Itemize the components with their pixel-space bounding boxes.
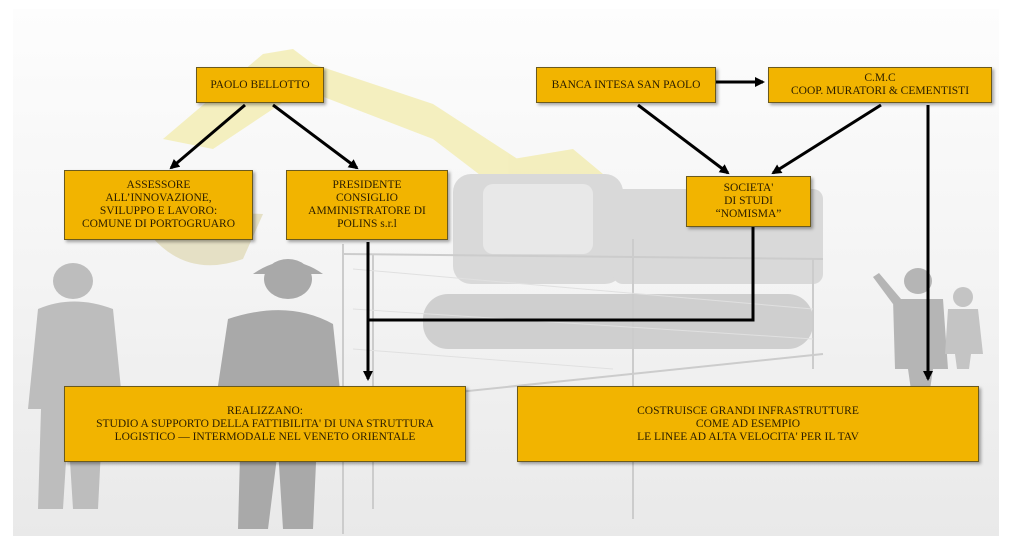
node-realizzano-line: REALIZZANO: [226, 404, 303, 417]
node-cmc-line: COOP. MURATORI & CEMENTISTI [790, 85, 970, 97]
node-presidente: PRESIDENTE CONSIGLIO AMMINISTRATORE DI P… [286, 170, 448, 240]
connector-arrows [169, 77, 933, 381]
node-realizzano-line: LOGISTICO — INTERMODALE NEL VENETO ORIEN… [114, 430, 416, 443]
node-nomisma-line: “NOMISMA” [715, 208, 782, 220]
node-presidente-line: CONSIGLIO [336, 192, 398, 204]
node-realizzano: REALIZZANO: STUDIO A SUPPORTO DELLA FATT… [64, 386, 466, 462]
node-costruisce-line: LE LINEE AD ALTA VELOCITA' PER IL TAV [637, 430, 859, 443]
node-assessore-line: ALL’INNOVAZIONE, [105, 192, 212, 204]
node-assessore-line: COMUNE DI PORTOGRUARO [81, 218, 236, 230]
arrow-bellotto-to-presidente [272, 103, 359, 170]
node-banca-intesa-line: BANCA INTESA SAN PAOLO [551, 78, 701, 91]
node-realizzano-line: STUDIO A SUPPORTO DELLA FATTIBILITA' DI … [96, 417, 434, 430]
arrow-cmc-to-nomisma [771, 103, 882, 175]
node-costruisce-line: COSTRUISCE GRANDI INFRASTRUTTURE [637, 404, 859, 417]
node-cmc: C.M.C COOP. MURATORI & CEMENTISTI [768, 67, 992, 103]
node-paolo-bellotto-line: PAOLO BELLOTTO [210, 78, 310, 91]
arrow-bellotto-to-assessore [169, 103, 246, 170]
node-costruisce: COSTRUISCE GRANDI INFRASTRUTTURE COME AD… [517, 386, 979, 462]
node-presidente-line: POLINS s.r.l [337, 218, 397, 230]
node-presidente-line: PRESIDENTE [332, 179, 402, 191]
node-nomisma-line: DI STUDI [724, 195, 773, 207]
node-nomisma-line: SOCIETA' [723, 182, 774, 194]
diagram-slide: PAOLO BELLOTTO ASSESSORE ALL’INNOVAZIONE… [13, 9, 999, 536]
node-assessore-line: ASSESSORE [126, 179, 191, 191]
node-assessore-line: SVILUPPO E LAVORO: [99, 205, 218, 217]
node-paolo-bellotto: PAOLO BELLOTTO [196, 67, 324, 103]
node-presidente-line: AMMINISTRATORE DI [308, 205, 426, 217]
arrow-banca-to-nomisma [637, 103, 730, 175]
node-cmc-line: C.M.C [864, 72, 896, 84]
node-costruisce-line: COME AD ESEMPIO [695, 417, 801, 430]
node-assessore: ASSESSORE ALL’INNOVAZIONE, SVILUPPO E LA… [64, 170, 253, 240]
arrow-nomisma-to-realizzano [368, 227, 755, 322]
node-nomisma: SOCIETA' DI STUDI “NOMISMA” [686, 176, 811, 227]
node-banca-intesa: BANCA INTESA SAN PAOLO [536, 67, 716, 103]
